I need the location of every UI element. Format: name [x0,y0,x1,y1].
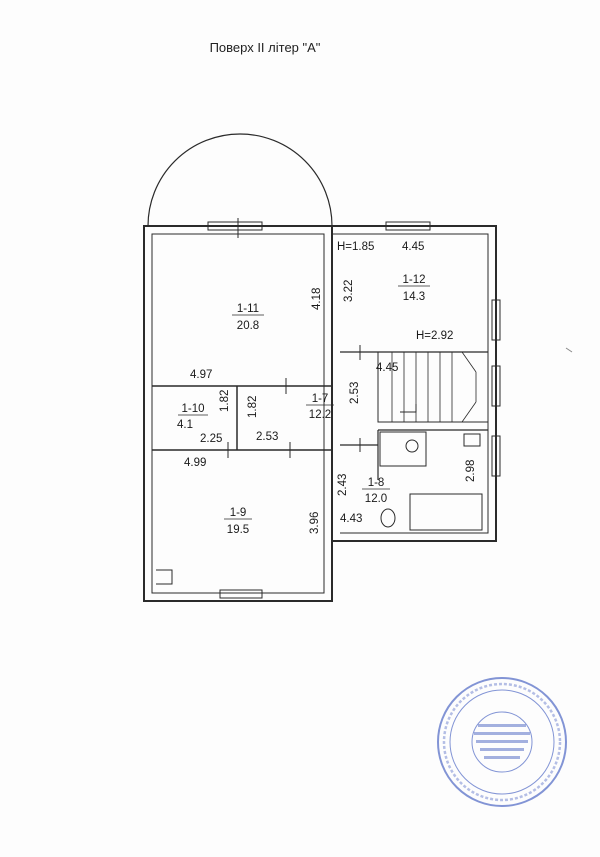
room-area-1-12: 14.3 [403,291,425,303]
dim-1-82-a: 1.82 [219,390,231,412]
outer-wall-left-block [143,225,333,602]
room-area-1-8: 12.0 [365,493,387,505]
dim-4-45-stair: 4.45 [376,362,398,374]
room-id-1-9: 1-9 [230,507,247,519]
dim-4-43: 4.43 [340,513,362,525]
room-id-1-11: 1-11 [237,303,259,315]
dim-2-98: 2.98 [465,460,477,482]
room-area-1-7: 12.2 [309,409,331,421]
dim-4-18: 4.18 [311,288,323,310]
outer-wall-right-block [332,225,497,542]
bathtub [409,493,483,531]
room-area-1-9: 19.5 [227,524,249,536]
shower-tray [379,431,427,467]
room-area-1-11: 20.8 [237,320,259,332]
staircase [377,351,489,423]
page-title: Поверх ІІ літер "А" [209,40,321,55]
room-id-1-8: 1-8 [368,477,385,489]
dim-1-82-b: 1.82 [247,396,259,418]
dim-3-96: 3.96 [309,512,321,534]
dim-4-97: 4.97 [190,369,212,381]
dim-2-53-horizontal: 2.53 [256,431,278,443]
balcony-arc [147,133,333,227]
room-area-1-10: 4.1 [177,419,193,431]
dim-h-1-85: H=1.85 [337,241,374,253]
dim-2-43: 2.43 [337,474,349,496]
dim-2-25: 2.25 [200,433,222,445]
room-id-1-12: 1-12 [402,274,425,286]
dim-4-99: 4.99 [184,457,206,469]
dim-4-45-top: 4.45 [402,241,424,253]
room-id-1-7: 1-7 [312,393,329,405]
dim-2-53-vertical: 2.53 [349,382,361,404]
dim-3-22: 3.22 [343,280,355,302]
room-id-1-10: 1-10 [181,403,204,415]
dim-h-2-92: H=2.92 [416,330,453,342]
official-stamp [437,677,567,807]
